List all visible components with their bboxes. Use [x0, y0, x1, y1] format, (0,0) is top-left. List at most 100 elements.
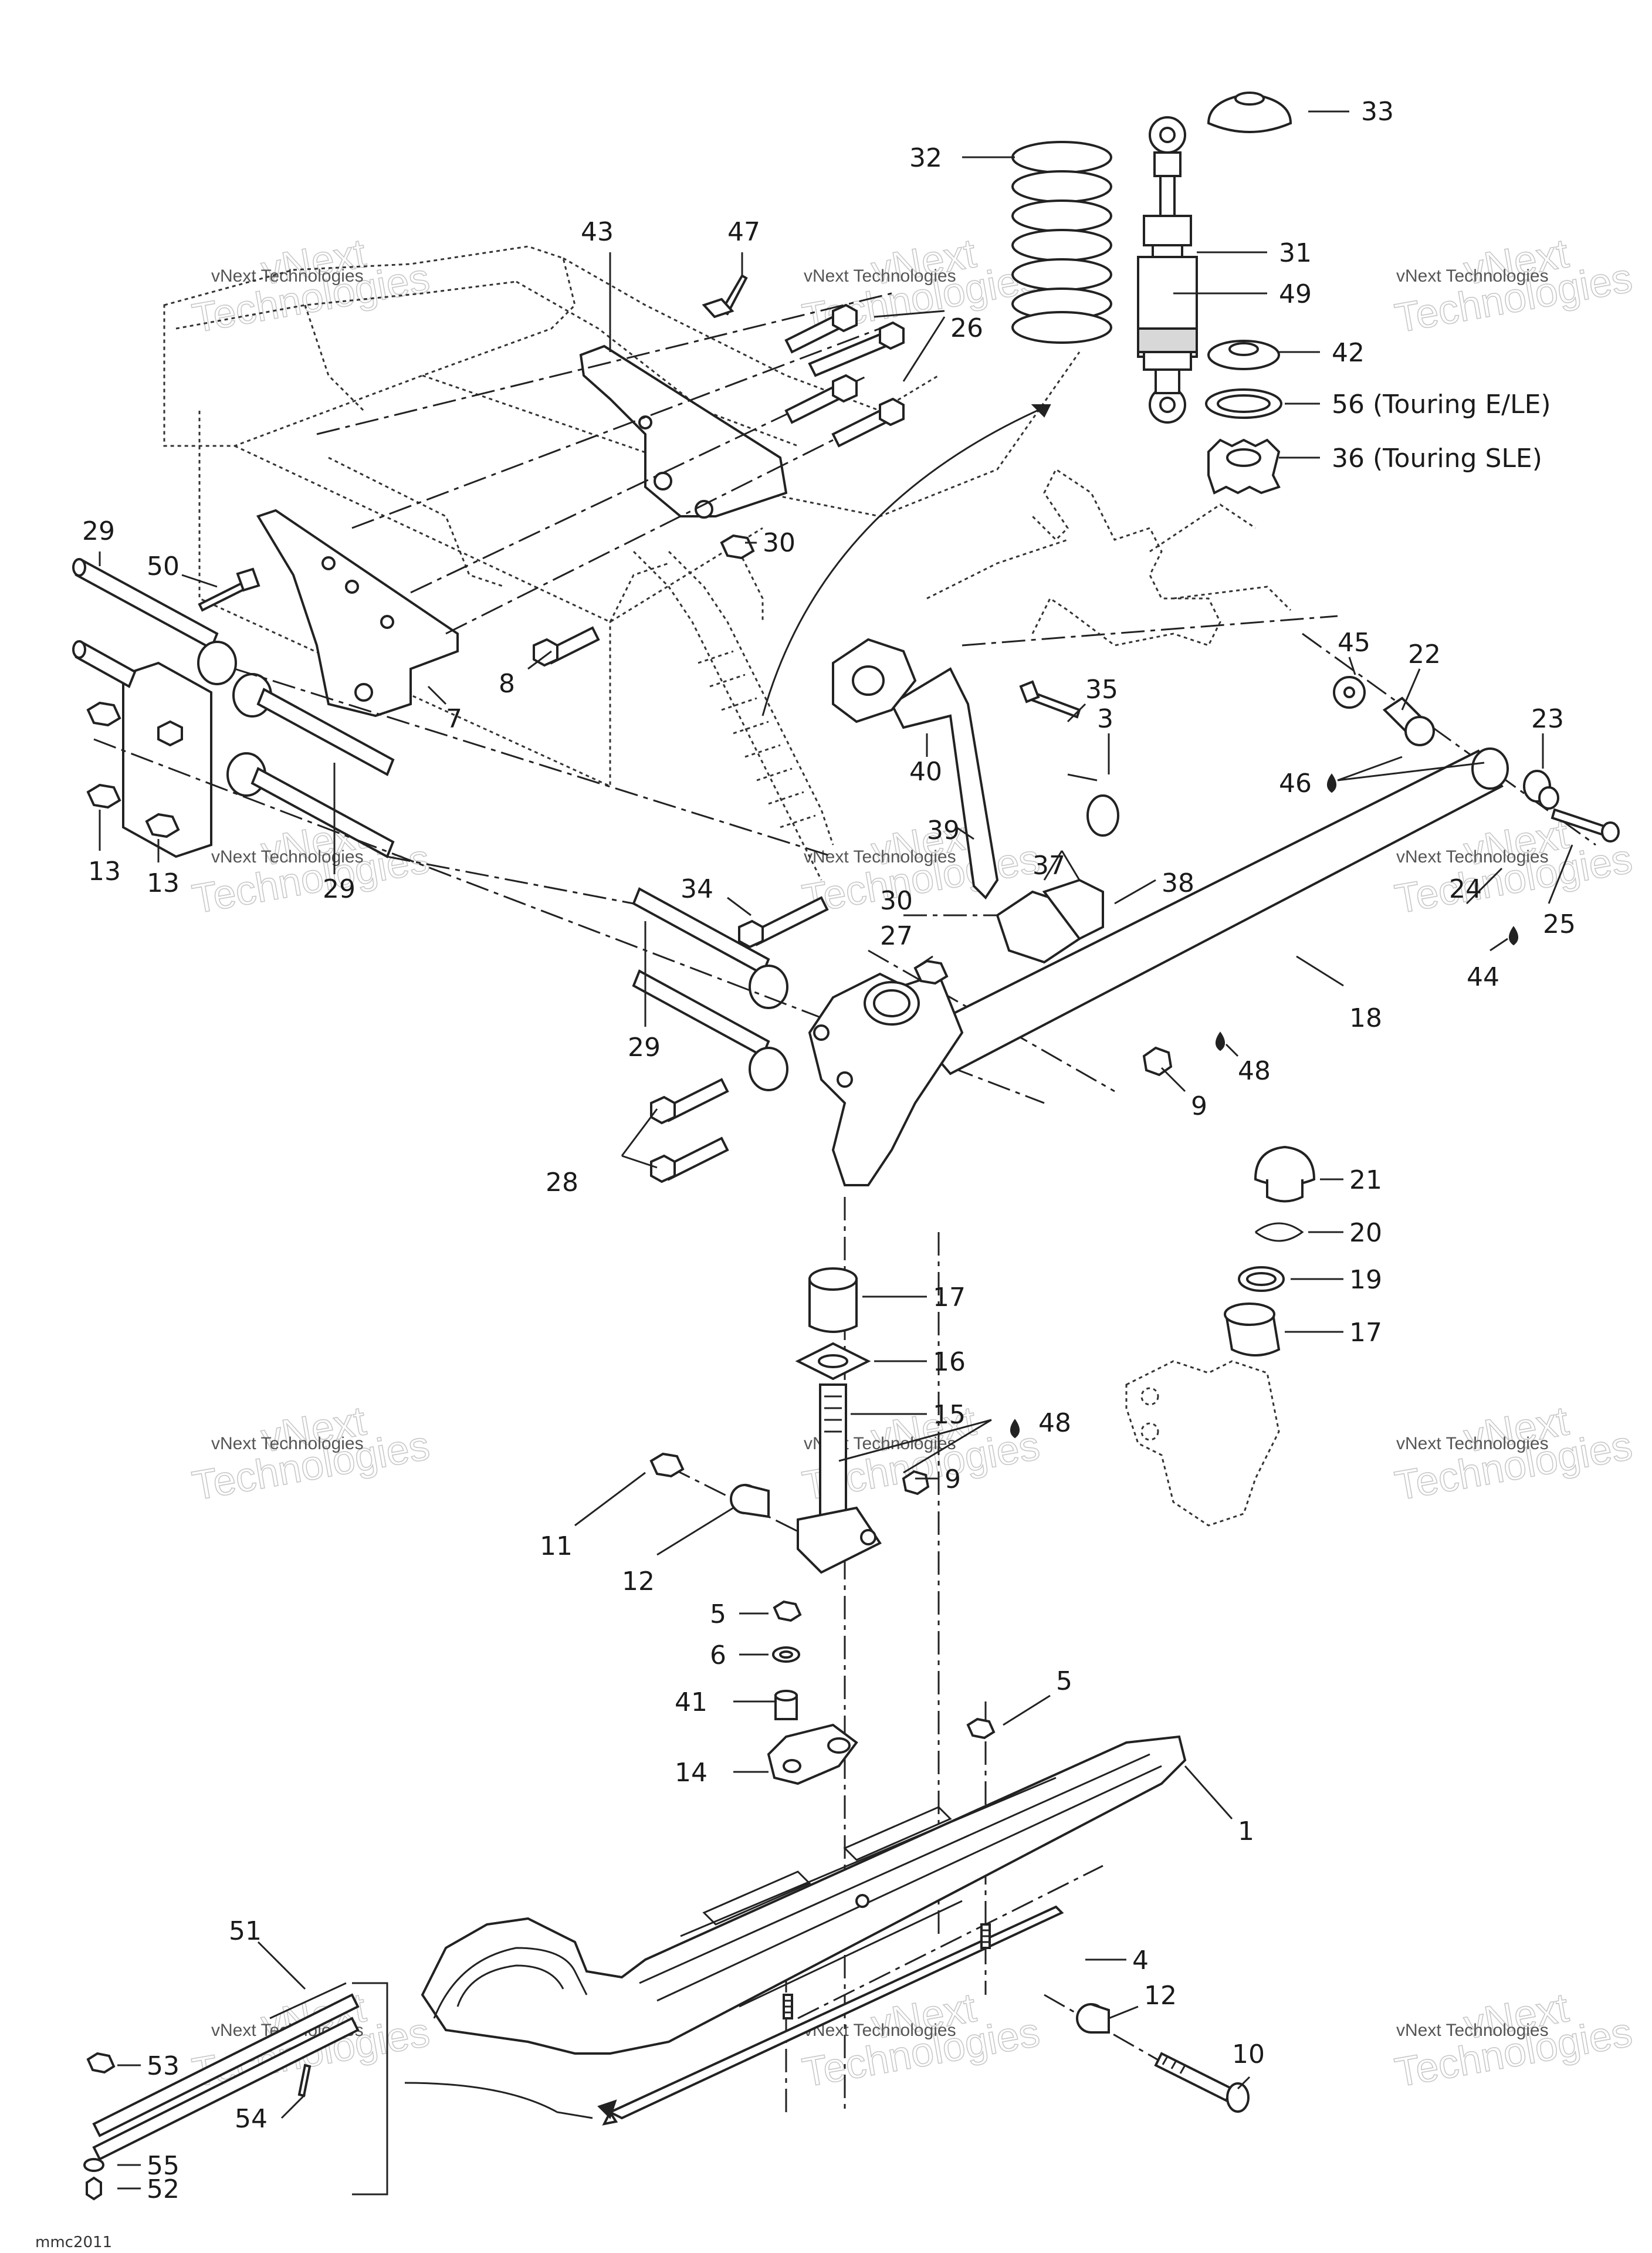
callout-12-upper: 12	[622, 1567, 655, 1596]
callout-31: 31	[1279, 238, 1312, 268]
callout-47: 47	[727, 217, 760, 247]
callout-10: 10	[1232, 2039, 1265, 2069]
mounting-plate	[256, 509, 459, 718]
callout-49: 49	[1279, 279, 1312, 309]
bolt	[831, 397, 905, 448]
grease-drop-icon	[1010, 1419, 1020, 1439]
callout-5-left: 5	[710, 1599, 726, 1629]
cap	[1254, 1145, 1316, 1203]
bolt	[533, 626, 600, 667]
callout-56: 56 (Touring E/LE)	[1332, 390, 1551, 420]
callout-13-left: 13	[88, 857, 121, 887]
detail-inset	[83, 1982, 617, 2201]
bolt	[1551, 808, 1620, 843]
callout-4: 4	[1132, 1946, 1149, 1975]
callout-25: 25	[1543, 909, 1576, 939]
frame-hanger	[1031, 468, 1292, 647]
stabilizer-link	[832, 638, 917, 723]
watermark-label: vNext Technologies	[211, 266, 364, 286]
watermark-label: vNext Technologies	[1396, 847, 1549, 867]
ski-leg	[797, 1383, 882, 1574]
radius-rod-lower	[72, 640, 137, 688]
watermark: vNext Technologies	[1391, 229, 1636, 341]
callout-12-lower: 12	[1144, 1981, 1177, 2011]
spring-seat	[1207, 340, 1280, 370]
radius-rod-upper	[72, 558, 219, 650]
callout-44: 44	[1467, 962, 1499, 992]
ski-stopper	[767, 1723, 858, 1785]
callout-43: 43	[581, 217, 614, 247]
washer	[772, 1646, 800, 1663]
arrow-icon	[761, 404, 1051, 716]
grease-drop-icon	[1216, 1031, 1225, 1051]
callout-55: 55	[147, 2151, 180, 2181]
callout-46: 46	[1279, 769, 1312, 799]
callout-5-right: 5	[1056, 1666, 1072, 1696]
callout-22: 22	[1408, 640, 1441, 669]
callout-26: 26	[950, 313, 983, 343]
callout-29-front: 29	[628, 1033, 661, 1063]
bushing	[808, 1267, 858, 1333]
runner-stud	[783, 1994, 793, 2019]
shock-boot	[632, 550, 834, 881]
grease-drop-icon	[1509, 926, 1518, 946]
callout-30-top: 30	[763, 528, 795, 558]
washer	[1205, 388, 1282, 419]
nut-plate	[122, 661, 212, 858]
callout-18: 18	[1349, 1003, 1382, 1033]
bolt	[808, 321, 905, 377]
watermark-layer: vNext Technologies vNext Technologies vN…	[188, 229, 1636, 2096]
bushing	[1224, 1303, 1281, 1356]
spring-cup	[1207, 92, 1292, 133]
callout-51: 51	[229, 1916, 262, 1946]
bar-clamp	[996, 878, 1104, 964]
callout-3: 3	[1097, 704, 1113, 734]
rivet	[198, 567, 260, 612]
callout-14: 14	[675, 1758, 707, 1788]
hex-nut	[720, 534, 755, 560]
callout-13-right: 13	[147, 868, 180, 898]
callout-28: 28	[546, 1168, 578, 1197]
callout-6: 6	[710, 1640, 726, 1670]
callout-29-mid: 29	[323, 874, 356, 904]
callout-24: 24	[1449, 874, 1482, 904]
callout-39: 39	[927, 816, 960, 845]
callout-52: 52	[147, 2174, 180, 2204]
callout-17-right: 17	[1349, 1318, 1382, 1348]
plug-cap	[1086, 794, 1119, 837]
front-bracket	[579, 344, 788, 519]
callout-labels: 33 32 31 49 42 56 (Touring E/LE) 36 (Tou…	[35, 97, 1576, 2251]
callout-36: 36 (Touring SLE)	[1332, 444, 1542, 473]
callout-29-left: 29	[82, 516, 115, 546]
callout-33: 33	[1361, 97, 1394, 127]
washer	[795, 1342, 871, 1381]
watermark-label: vNext Technologies	[804, 847, 956, 867]
bolt	[784, 374, 858, 424]
ski	[421, 1735, 1187, 2055]
adjuster-cam	[1207, 438, 1281, 495]
callout-27: 27	[880, 921, 913, 951]
callout-1: 1	[1238, 1816, 1254, 1846]
radius-rod-front	[632, 887, 788, 1091]
grease-fitting	[902, 1470, 930, 1496]
hex-nut	[86, 783, 121, 809]
hex-nut	[966, 1717, 996, 1740]
watermark-label: vNext Technologies	[1396, 266, 1549, 286]
callout-45: 45	[1338, 628, 1370, 658]
coil-spring	[1011, 141, 1112, 344]
washer	[1333, 676, 1366, 709]
callout-9-upper: 9	[1191, 1091, 1207, 1121]
watermark-label: vNext Technologies	[804, 2021, 956, 2040]
bushing	[1076, 2003, 1110, 2034]
callout-41: 41	[675, 1687, 707, 1717]
callout-9-lower: 9	[945, 1464, 961, 1494]
callout-35: 35	[1085, 675, 1118, 705]
callout-50: 50	[147, 552, 180, 581]
shock-absorber	[1137, 116, 1198, 424]
watermark-label: vNext Technologies	[1396, 2021, 1549, 2040]
bushing	[1382, 696, 1435, 746]
callout-17-left: 17	[933, 1283, 966, 1312]
bolt	[1154, 2052, 1250, 2113]
bushing	[730, 1484, 770, 1518]
